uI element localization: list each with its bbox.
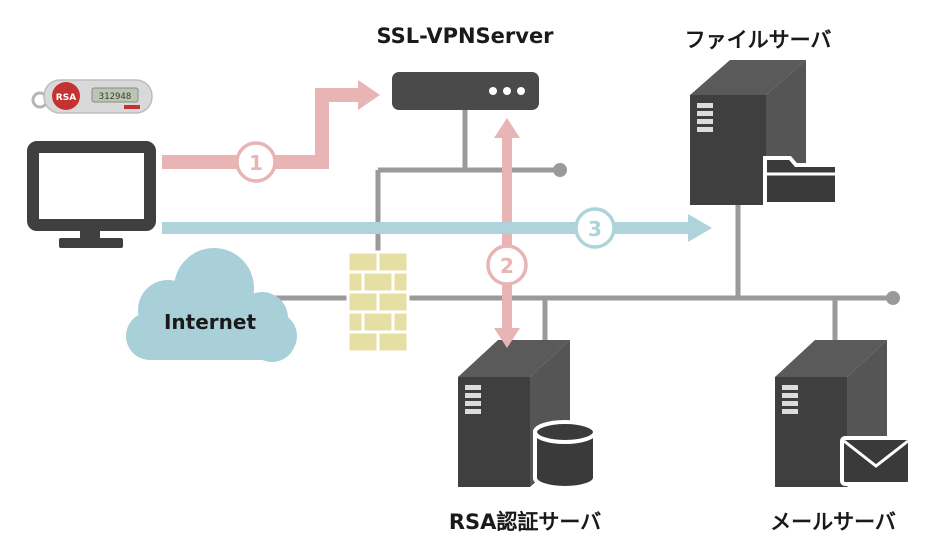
file-server-label: ファイルサーバ	[684, 28, 832, 52]
dmz-line-endpoint	[553, 163, 567, 177]
step-3-badge: 3	[574, 207, 616, 249]
step-2-badge: 2	[486, 244, 528, 286]
token-brand-text: RSA	[56, 93, 76, 103]
step-1-badge: 1	[235, 141, 277, 183]
envelope-icon	[840, 436, 912, 486]
token-display-text: 312948	[99, 92, 132, 102]
ssl-vpn-server-label: SSL-VPNServer	[376, 24, 554, 48]
folder-icon	[763, 156, 839, 206]
client-pc-icon	[27, 141, 156, 248]
firewall-icon	[346, 250, 410, 354]
mail-server-label: メールサーバ	[770, 510, 896, 534]
ssl-vpn-server-icon	[392, 72, 539, 110]
rsa-securid-token-icon: RSA 312948	[31, 79, 153, 114]
internet-cloud-icon	[126, 248, 297, 362]
backbone-line-endpoint	[886, 291, 900, 305]
step-3-arrow	[162, 214, 712, 242]
internet-label: Internet	[163, 310, 257, 334]
rsa-server-label: RSA認証サーバ	[448, 510, 602, 534]
step-1-number: 1	[249, 151, 263, 175]
file-server-icon	[690, 60, 806, 205]
step-2-number: 2	[500, 254, 514, 278]
database-icon	[533, 420, 597, 490]
step-3-number: 3	[588, 217, 602, 241]
